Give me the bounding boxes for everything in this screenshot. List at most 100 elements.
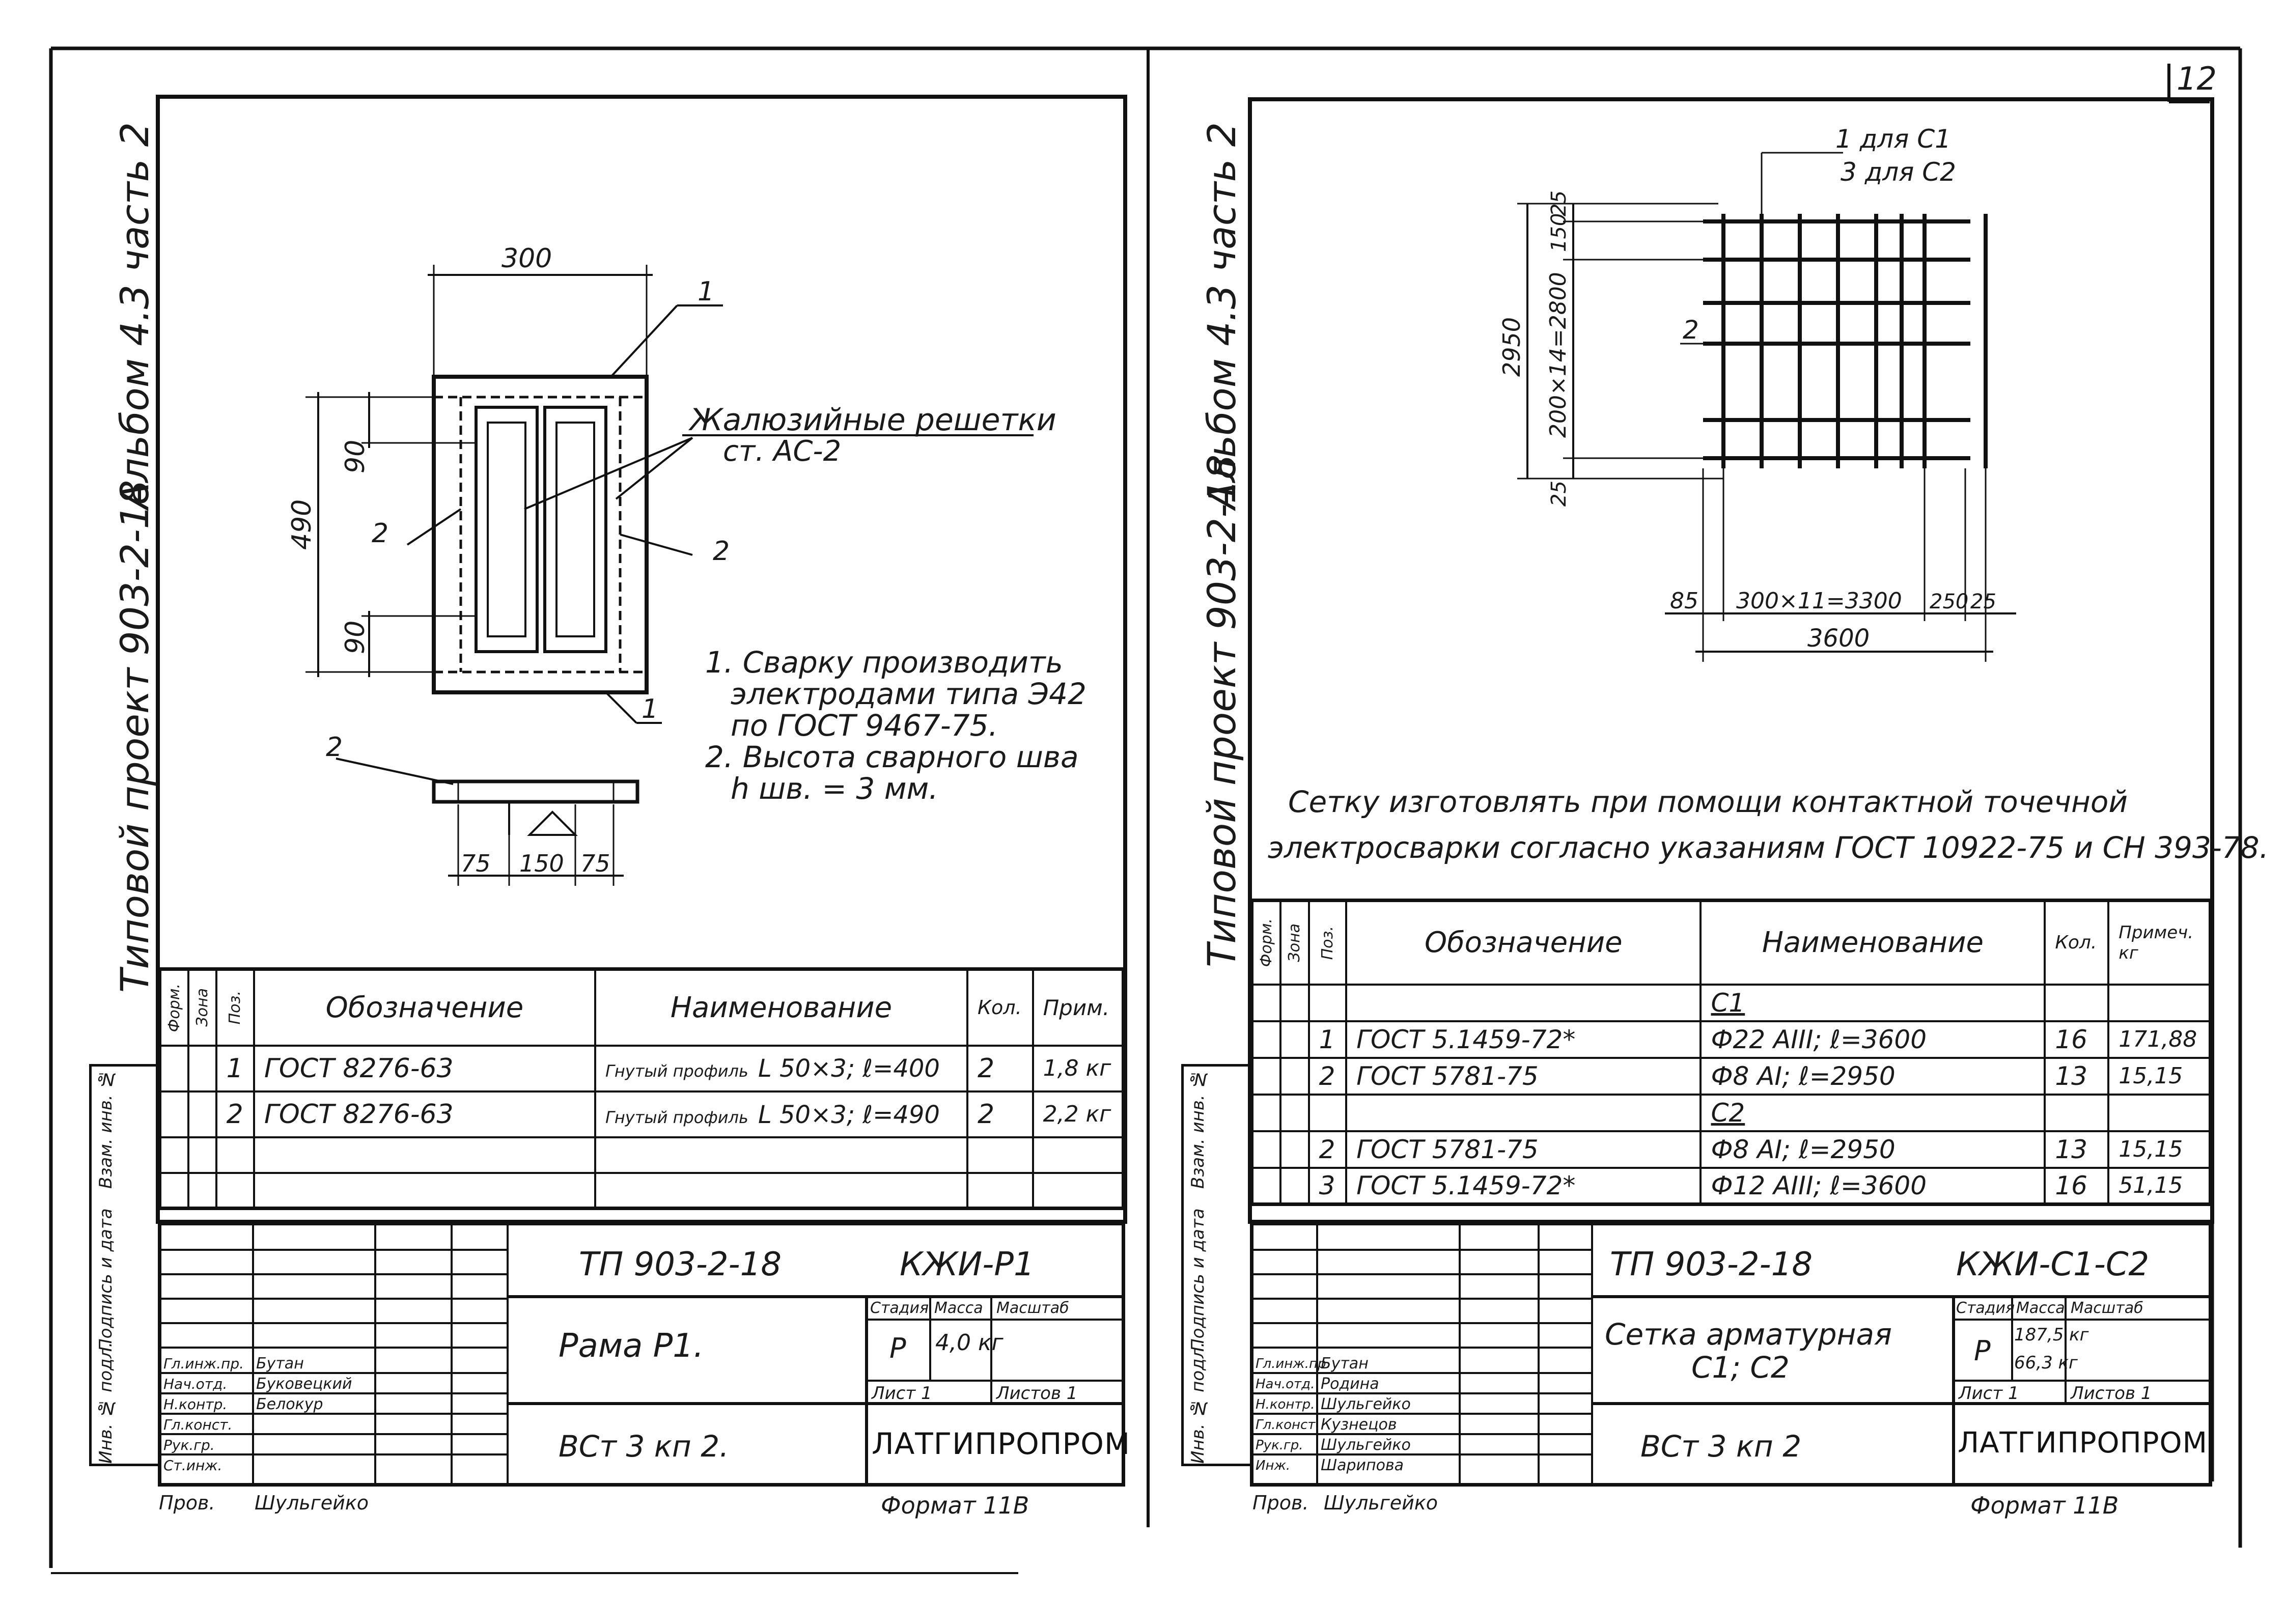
cell-name: С1 (1699, 983, 2046, 1022)
note-line: электродами типа Э42 (731, 677, 1086, 711)
cell-qty (2044, 1093, 2110, 1132)
cell-pos: 3 (1307, 1166, 1348, 1206)
left-title-block: ТП 903-2-18 КЖИ-Р1 Рама Р1. Стадия Масса… (158, 1222, 1130, 1487)
cell-pos: 2 (1307, 1130, 1348, 1169)
drawing-title-2: С1; С2 (1691, 1350, 1790, 1385)
cell-note: 15,15 (2107, 1130, 2212, 1169)
cell-pos (1307, 983, 1348, 1022)
cell-note (2107, 1093, 2212, 1132)
cell-note: 171,88 (2107, 1020, 2212, 1059)
louvre-label-2: ст. АС-2 (723, 435, 841, 468)
material: ВСт 3 кп 2 (1640, 1429, 1802, 1464)
note-line: 2. Высота сварного шва (705, 740, 1079, 774)
mass-label: Масса (934, 1299, 983, 1317)
name: Бутан (1321, 1355, 1369, 1373)
hdr-qty: Кол. (966, 968, 1034, 1047)
pos-1-bottom: 1 (642, 694, 658, 724)
pos-2-right: 2 (713, 536, 730, 567)
cell-designation: ГОСТ 5781-75 (1345, 1130, 1702, 1169)
cell-designation (1345, 983, 1702, 1022)
cell-qty: 13 (2044, 1056, 2110, 1096)
title-block-grid (161, 1225, 1122, 1483)
name: Бутан (256, 1355, 304, 1373)
cell-name: Ф22 АIII; ℓ=3600 (1699, 1020, 2046, 1059)
role: Рук.гр. (1256, 1438, 1303, 1453)
dim-150: 150 (519, 850, 564, 877)
label-1-for-c1: 1 для С1 (1835, 124, 1951, 154)
role: Н.контр. (163, 1396, 228, 1413)
name: Кузнецов (1321, 1416, 1397, 1434)
note-line: 1. Сварку производить (705, 645, 1063, 680)
mass-value: 4,0 кг (935, 1330, 1004, 1356)
checked-by-name: Шульгейко (1324, 1492, 1438, 1514)
cell-name-a: Гнутый профиль (605, 1107, 748, 1127)
checked-by-name: Шульгейко (255, 1492, 369, 1514)
left-side-strip: Взам. инв. № Подпись и дата Инв. № подл. (89, 1064, 158, 1466)
table-row: С2 (1250, 1093, 2212, 1132)
table-row: С1 (1250, 983, 2212, 1022)
dim-3600: 3600 (1807, 624, 1870, 653)
hdr-name: Наименование (1699, 899, 2046, 986)
hdr-format: Форм. (165, 983, 183, 1032)
cell-qty (2044, 983, 2110, 1022)
right-title-block: ТП 903-2-18 КЖИ-С1-С2 Сетка арматурная С… (1250, 1222, 2212, 1487)
stage-label: Стадия (870, 1299, 929, 1317)
hdr-zone: Зона (193, 988, 211, 1027)
sheets-label: Листов 1 (2071, 1383, 2152, 1404)
cell-note: 51,15 (2107, 1166, 2212, 1206)
name: Шульгейко (1321, 1436, 1411, 1454)
pos-1-top: 1 (698, 276, 714, 307)
louvre-label-1: Жалюзийные решетки (688, 402, 1056, 438)
stage-value: Р (889, 1332, 906, 1364)
hdr-note: Прим. (1032, 968, 1125, 1047)
role: Гл.конст. (163, 1416, 233, 1433)
left-format: Формат 11В (881, 1492, 1029, 1519)
drawing-title-1: Сетка арматурная (1605, 1317, 1892, 1352)
cell-designation: ГОСТ 5.1459-72* (1345, 1166, 1702, 1206)
hdr-zone: Зона (1286, 923, 1304, 962)
hdr-format: Форм. (1258, 918, 1276, 967)
roles: Гл.инж.пр. Нач.отд. Н.контр. Гл.конст. Р… (1256, 1354, 1330, 1476)
side-label: Подпись и дата (1188, 1208, 1208, 1352)
dim-200x14: 200×14=2800 (1545, 272, 1571, 438)
cell-qty: 16 (2044, 1020, 2110, 1059)
drawing-title: Рама Р1. (559, 1327, 704, 1365)
sheet-label: Лист 1 (1959, 1383, 2019, 1404)
right-format: Формат 11В (1970, 1492, 2119, 1519)
label-3-for-c2: 3 для С2 (1841, 157, 1956, 187)
hdr-name: Наименование (594, 968, 969, 1047)
hdr-pos: Поз. (1318, 926, 1336, 960)
cell-name-b: L 50×3; ℓ=400 (758, 1054, 940, 1083)
name: Шульгейко (1321, 1395, 1411, 1413)
role: Гл.инж.пр. (1256, 1356, 1330, 1371)
mass-value-1: 187,5 кг (2014, 1325, 2089, 1345)
mass-label: Масса (2016, 1299, 2065, 1317)
cell-designation: ГОСТ 8276-63 (253, 1044, 597, 1093)
cell-pos: 2 (1307, 1056, 1348, 1096)
names: Бутан Родина Шульгейко Кузнецов Шульгейк… (1321, 1354, 1411, 1476)
role: Гл.инж.пр. (163, 1355, 244, 1372)
scale-label: Масштаб (996, 1299, 1069, 1317)
roles: Гл.инж.пр. Нач.отд. Н.контр. Гл.конст. Р… (163, 1354, 244, 1476)
cell-designation: ГОСТ 5781-75 (1345, 1056, 1702, 1096)
hdr-note: Примеч. кг (2107, 899, 2212, 986)
cell-note: 15,15 (2107, 1056, 2212, 1096)
side-label: Инв. № подл. (1188, 1341, 1208, 1464)
cell-pos: 1 (1307, 1020, 1348, 1059)
scale-label: Масштаб (2071, 1299, 2143, 1317)
dim-300x11: 300×11=3300 (1736, 588, 1902, 614)
dim-300: 300 (501, 243, 552, 274)
side-label: Инв. № подл. (96, 1341, 116, 1464)
right-notes: Сетку изготовлять при помощи контактной … (1268, 779, 2269, 871)
hdr-designation: Обозначение (253, 968, 597, 1047)
dim-90-top: 90 (340, 440, 371, 473)
note-line: электросварки согласно указаниям ГОСТ 10… (1268, 830, 2269, 865)
table-row: 3 ГОСТ 5.1459-72* Ф12 АIII; ℓ=3600 16 51… (1250, 1166, 2212, 1206)
frame-drawing: 300 490 90 90 1 1 2 2 2 Жалюзийные решет… (287, 243, 1056, 886)
role: Ст.инж. (163, 1457, 222, 1474)
doc-code: ТП 903-2-18 (579, 1246, 782, 1283)
dim-75-left: 75 (461, 850, 491, 877)
cell-note (2107, 983, 2212, 1022)
